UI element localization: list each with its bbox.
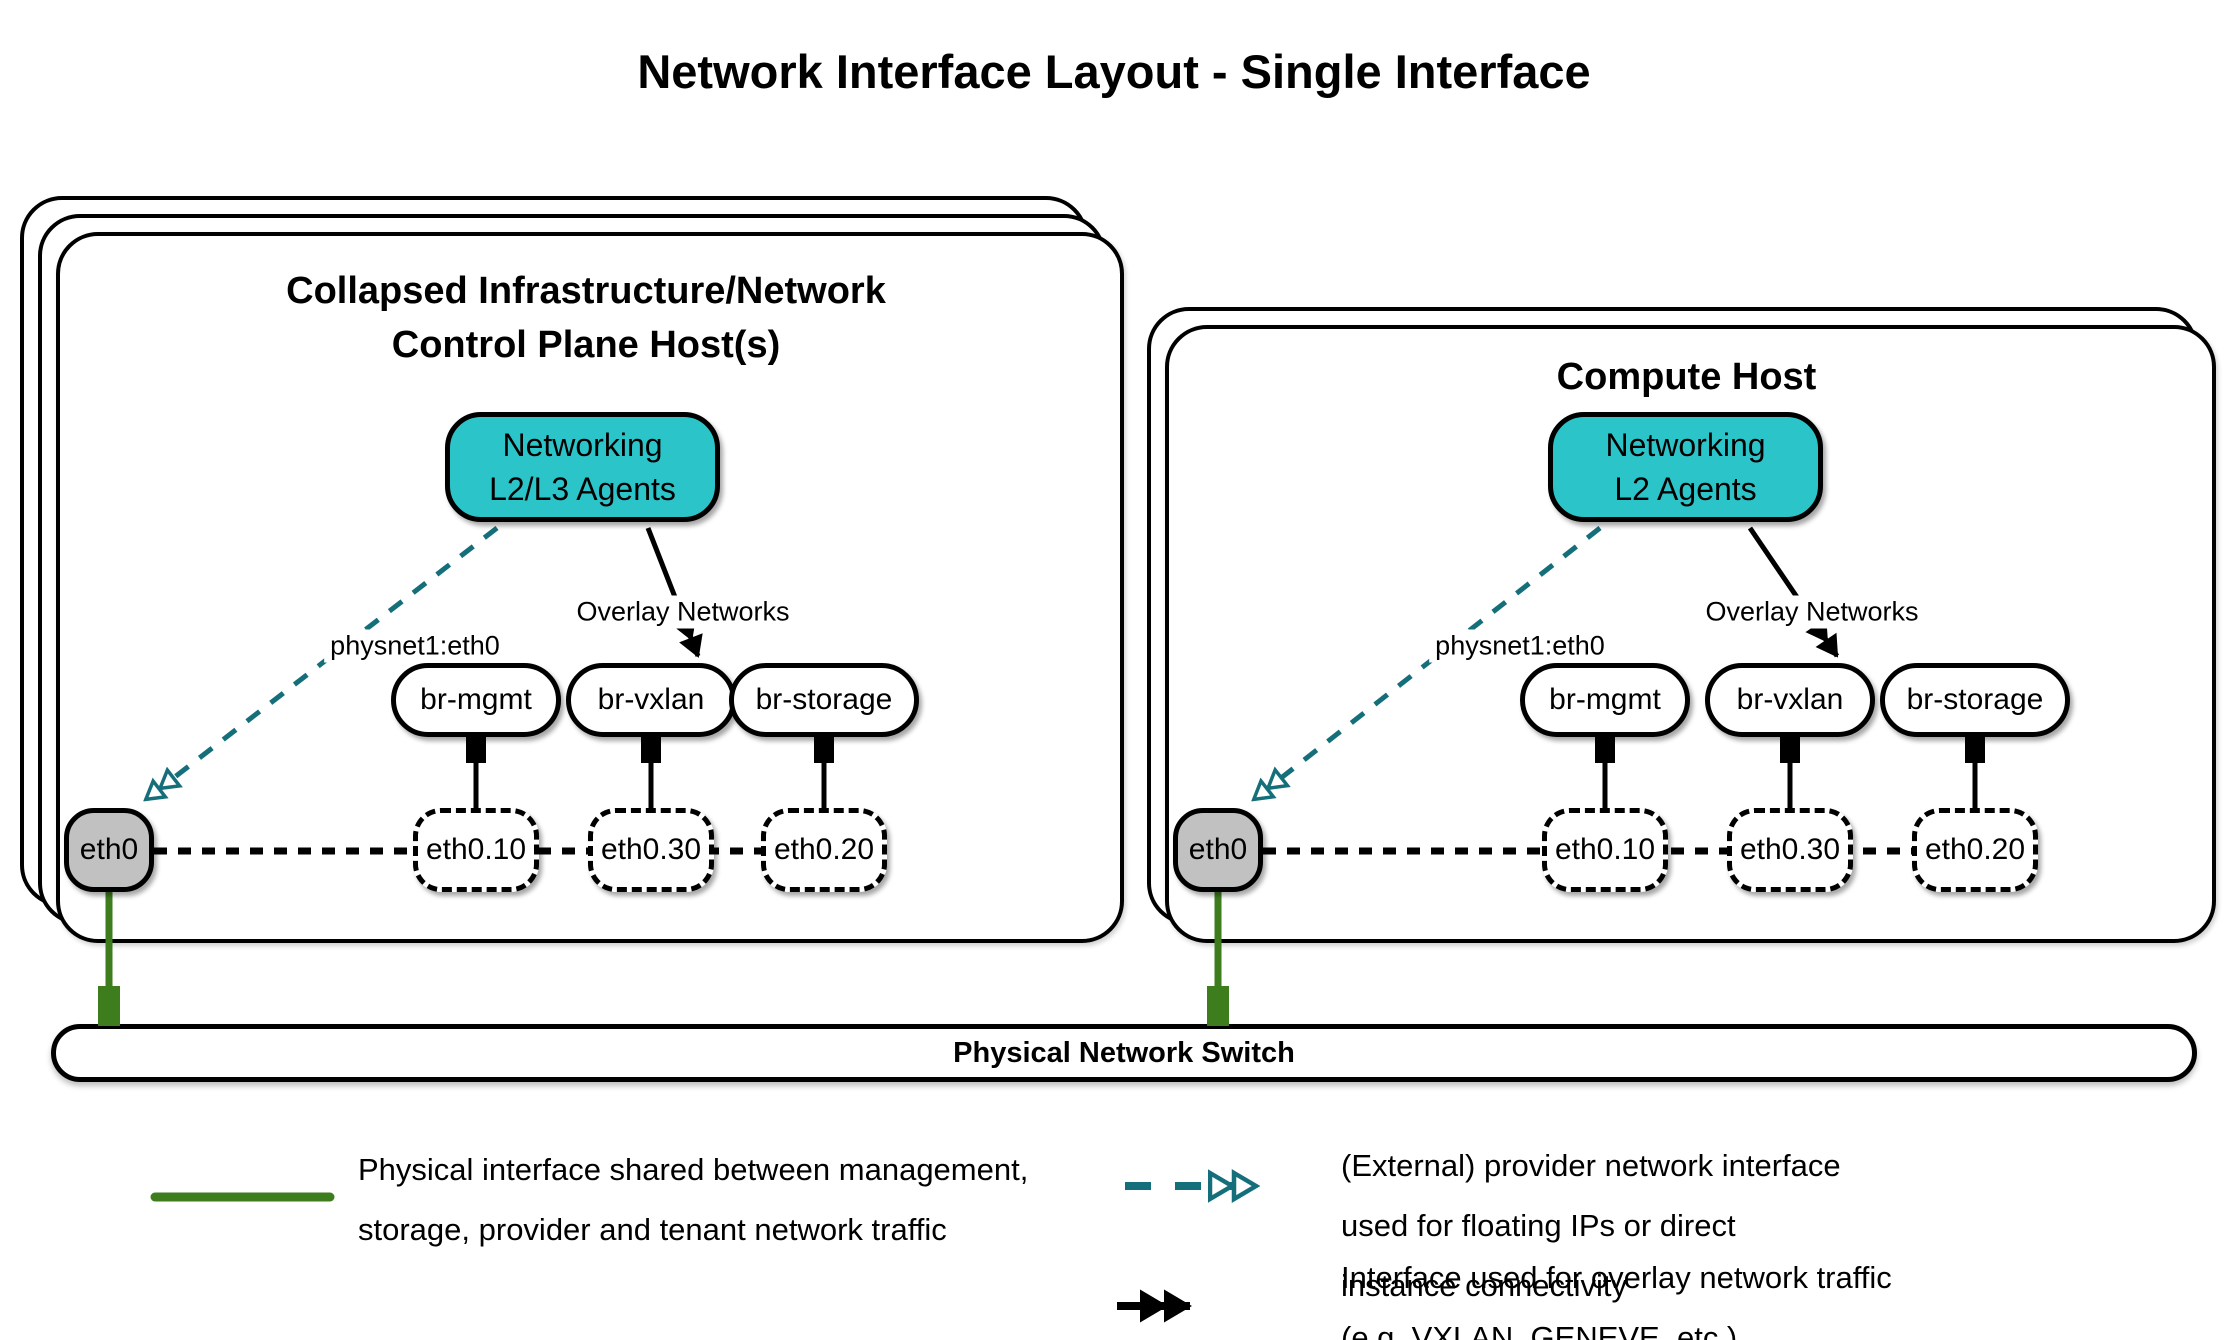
bridge-node-br-mgmt: br-mgmt bbox=[391, 663, 561, 737]
bridge-node-br-storage: br-storage bbox=[729, 663, 919, 737]
vlan-interface-node: eth0.10 bbox=[413, 808, 539, 892]
compute-host-title: Compute Host bbox=[1165, 350, 2208, 404]
agent-label-line1: Networking bbox=[502, 427, 663, 463]
legend-physical-line2: storage, provider and tenant network tra… bbox=[358, 1212, 947, 1247]
bridge-port bbox=[1595, 735, 1615, 763]
legend-physical-line1: Physical interface shared between manage… bbox=[358, 1152, 1029, 1187]
agent-label-line2: L2 Agents bbox=[1614, 471, 1757, 507]
overlay-network-arrow bbox=[645, 527, 703, 658]
page-title: Network Interface Layout - Single Interf… bbox=[637, 45, 1591, 98]
physical-network-switch: Physical Network Switch bbox=[51, 1024, 2197, 1082]
physical-uplink-port bbox=[98, 986, 120, 1026]
bridge-node-br-vxlan: br-vxlan bbox=[566, 663, 736, 737]
vlan-interface-node: eth0.30 bbox=[1727, 808, 1853, 892]
legend-samples bbox=[150, 1186, 1258, 1323]
legend-physical-text: Physical interface shared between manage… bbox=[358, 1140, 1028, 1260]
bridge-port bbox=[814, 735, 834, 763]
legend-overlay-text: Interface used for overlay network traff… bbox=[1341, 1248, 1892, 1340]
bridge-port bbox=[466, 735, 486, 763]
legend-provider-line1: (External) provider network interface bbox=[1341, 1148, 1841, 1183]
bridge-port bbox=[641, 735, 661, 763]
provider-network-arrow bbox=[145, 526, 499, 802]
bridge-node-br-mgmt: br-mgmt bbox=[1520, 663, 1690, 737]
legend-provider-line2: used for floating IPs or direct bbox=[1341, 1208, 1736, 1243]
agent-label-line2: L2/L3 Agents bbox=[489, 471, 676, 507]
physical-interface-node-eth0: eth0 bbox=[64, 808, 154, 892]
agent-label-line1: Networking bbox=[1605, 427, 1766, 463]
bridge-node-br-storage: br-storage bbox=[1880, 663, 2070, 737]
vlan-interface-node: eth0.30 bbox=[588, 808, 714, 892]
provider-network-arrow bbox=[1253, 526, 1602, 802]
provider-arrow-label: physnet1:eth0 bbox=[324, 629, 506, 663]
compute-networking-agents-node: Networking L2 Agents bbox=[1548, 412, 1823, 522]
overlay-arrow-label: Overlay Networks bbox=[1699, 595, 1925, 629]
control-host-title: Collapsed Infrastructure/Network Control… bbox=[56, 264, 1116, 372]
bridge-port bbox=[1965, 735, 1985, 763]
overlay-network-arrow bbox=[1747, 526, 1840, 658]
legend-provider-line3: instance connectivity bbox=[1341, 1268, 1628, 1303]
control-host-title-line1: Collapsed Infrastructure/Network bbox=[286, 270, 886, 312]
legend-provider-text: (External) provider network interface us… bbox=[1341, 1136, 1841, 1316]
compute-host-title-line1: Compute Host bbox=[1556, 356, 1817, 398]
physical-uplink-port bbox=[1207, 986, 1229, 1026]
provider-arrow-label: physnet1:eth0 bbox=[1429, 629, 1611, 663]
switch-label: Physical Network Switch bbox=[953, 1036, 1295, 1069]
bridge-node-br-vxlan: br-vxlan bbox=[1705, 663, 1875, 737]
legend-overlay-line2: (e.g. VXLAN, GENEVE, etc.) bbox=[1341, 1320, 1738, 1340]
vlan-interface-node: eth0.20 bbox=[1912, 808, 2038, 892]
physical-interface-node-eth0: eth0 bbox=[1173, 808, 1263, 892]
bridge-port bbox=[1780, 735, 1800, 763]
overlay-arrow-label: Overlay Networks bbox=[570, 595, 796, 629]
vlan-interface-node: eth0.20 bbox=[761, 808, 887, 892]
control-networking-agents-node: Networking L2/L3 Agents bbox=[445, 412, 720, 522]
legend-overlay-line1: Interface used for overlay network traff… bbox=[1341, 1260, 1892, 1295]
vlan-interface-node: eth0.10 bbox=[1542, 808, 1668, 892]
control-host-title-line2: Control Plane Host(s) bbox=[391, 324, 781, 366]
